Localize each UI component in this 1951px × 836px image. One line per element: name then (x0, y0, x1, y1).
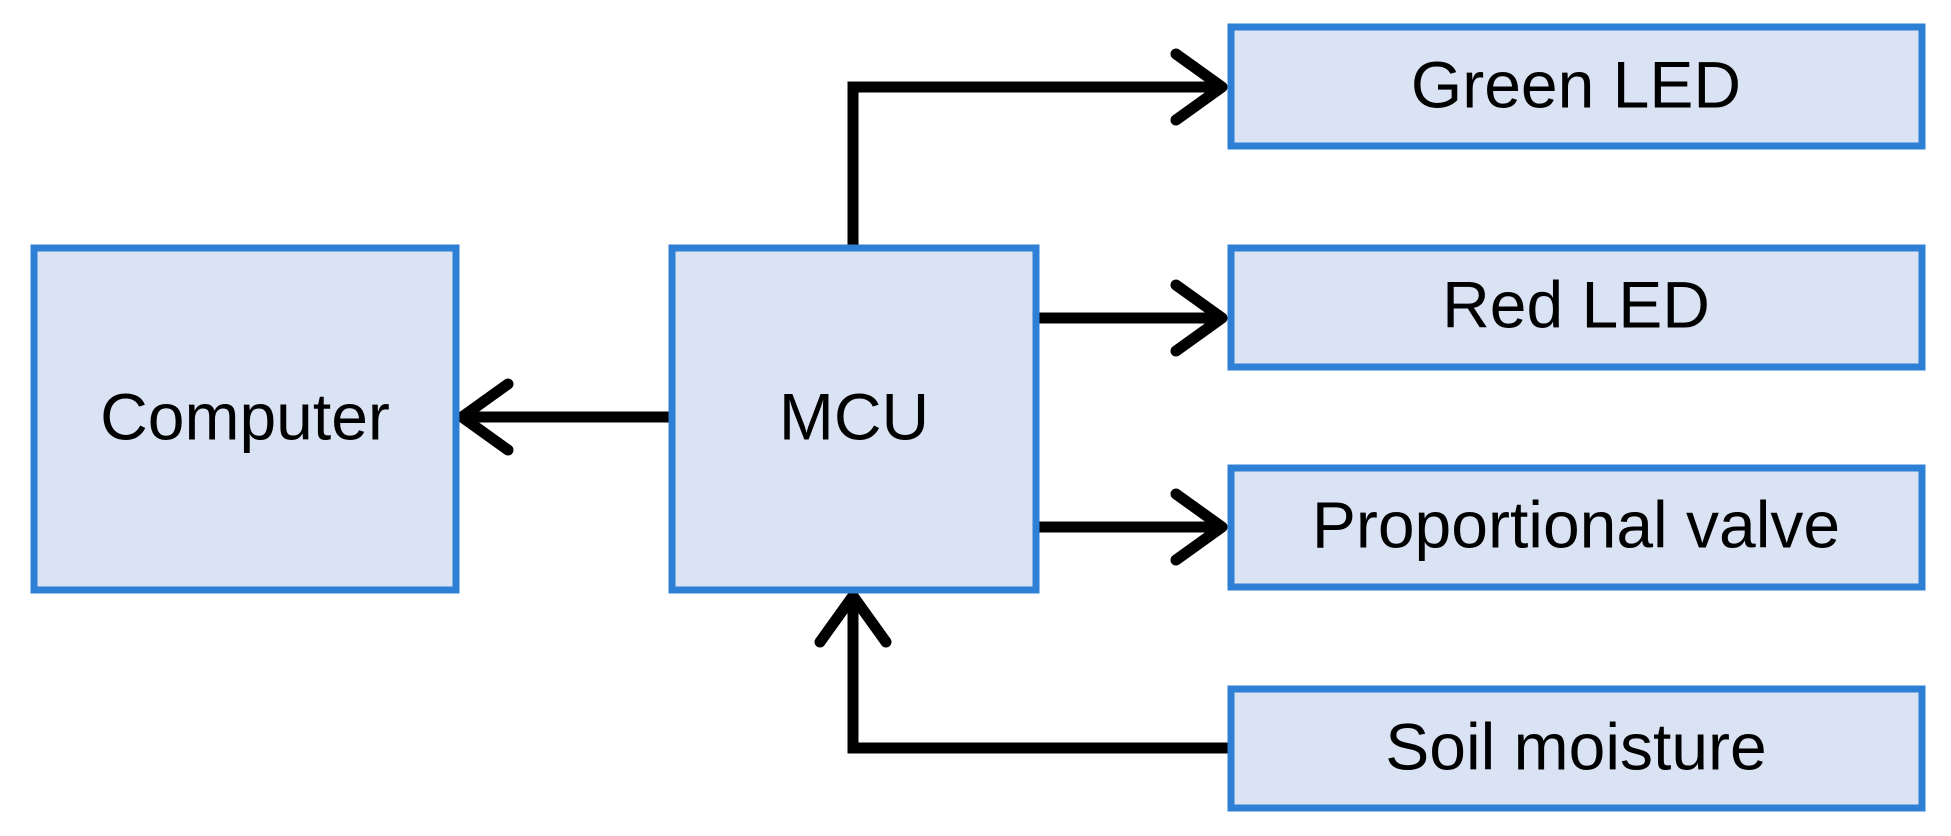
node-computer: Computer (30, 244, 460, 594)
connector-line (847, 596, 1231, 754)
node-box (668, 244, 1040, 594)
node-label: Red LED (1442, 267, 1710, 341)
edge-mcu-to-proportional-valve (1034, 488, 1228, 566)
edge-mcu-to-red-led (1034, 279, 1228, 357)
node-label: Computer (100, 379, 390, 453)
node-mcu: MCU (668, 244, 1040, 594)
node-label: Proportional valve (1312, 487, 1840, 561)
edge-mcu-to-green-led (847, 48, 1228, 248)
node-box (1227, 244, 1926, 371)
arrowhead (1170, 279, 1228, 357)
arrowhead (456, 378, 514, 456)
node-box (1227, 685, 1926, 812)
node-label: MCU (779, 379, 929, 453)
edge-soil-moisture-to-mcu (814, 590, 1231, 754)
node-green-led: Green LED (1227, 23, 1926, 150)
node-proportional-valve: Proportional valve (1227, 464, 1926, 591)
node-soil-moisture: Soil moisture (1227, 685, 1926, 812)
arrowhead (1170, 48, 1228, 126)
node-label: Soil moisture (1385, 709, 1766, 783)
node-box (1227, 23, 1926, 150)
node-box (1227, 464, 1926, 591)
connector-line (847, 81, 1222, 248)
arrowhead (1170, 488, 1228, 566)
edge-mcu-to-computer (456, 378, 672, 456)
arrowhead (814, 590, 892, 648)
node-red-led: Red LED (1227, 244, 1926, 371)
node-box (30, 244, 460, 594)
node-label: Green LED (1411, 47, 1741, 121)
